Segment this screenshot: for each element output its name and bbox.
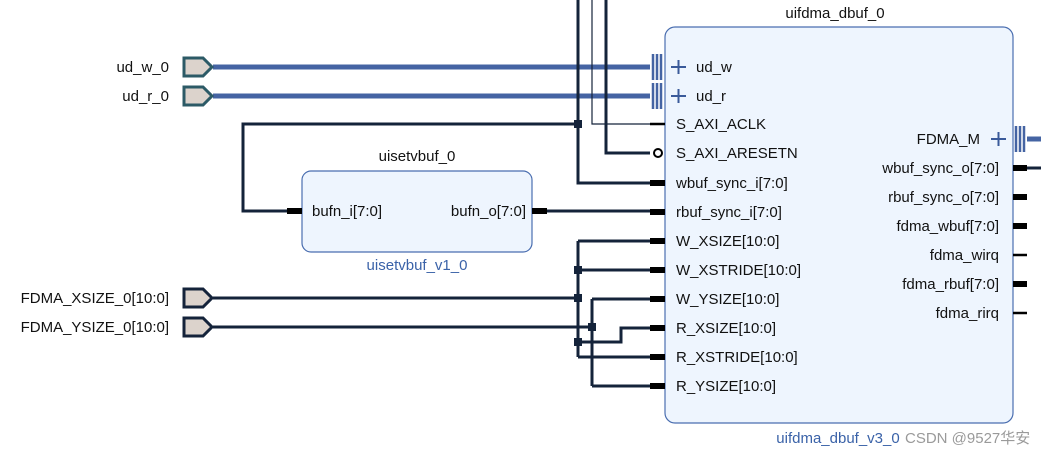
- svg-text:fdma_wirq: fdma_wirq: [930, 247, 999, 264]
- svg-text:S_AXI_ACLK: S_AXI_ACLK: [676, 116, 766, 133]
- junction: [574, 294, 582, 302]
- net-aclk[interactable]: [591, 0, 650, 125]
- block-ip-name: uifdma_dbuf_v3_0: [776, 430, 899, 447]
- svg-text:ud_w_0: ud_w_0: [116, 59, 169, 76]
- external-port-ud-w-0[interactable]: ud_w_0: [116, 56, 215, 78]
- wires: [213, 0, 1041, 388]
- svg-text:W_XSTRIDE[10:0]: W_XSTRIDE[10:0]: [676, 262, 801, 279]
- block-instance-name: uifdma_dbuf_0: [785, 5, 884, 22]
- uisetvbuf-block[interactable]: uisetvbuf_0 bufn_i[7:0] bufn_o[7:0] uise…: [287, 148, 547, 274]
- junction: [574, 266, 582, 274]
- svg-text:wbuf_sync_i[7:0]: wbuf_sync_i[7:0]: [675, 175, 788, 192]
- svg-text:rbuf_sync_o[7:0]: rbuf_sync_o[7:0]: [888, 189, 999, 206]
- block-ip-name: uisetvbuf_v1_0: [367, 257, 468, 274]
- svg-text:W_YSIZE[10:0]: W_YSIZE[10:0]: [676, 291, 779, 308]
- net-aresetn[interactable]: [604, 0, 650, 155]
- net-wbuf-sync[interactable]: [576, 0, 650, 185]
- expand-plus-icon[interactable]: [671, 89, 686, 103]
- junction: [574, 120, 582, 128]
- pin-label: bufn_i[7:0]: [312, 203, 382, 220]
- watermark: CSDN @9527华安: [905, 430, 1030, 447]
- port-shape: [182, 85, 215, 107]
- svg-text:ud_w: ud_w: [696, 59, 732, 76]
- port-shape: [182, 287, 215, 309]
- external-port-fdma-xsize[interactable]: FDMA_XSIZE_0[10:0]: [21, 287, 215, 309]
- external-port-ud-r-0[interactable]: ud_r_0: [122, 85, 215, 107]
- svg-text:wbuf_sync_o[7:0]: wbuf_sync_o[7:0]: [881, 160, 999, 177]
- svg-text:FDMA_XSIZE_0[10:0]: FDMA_XSIZE_0[10:0]: [21, 290, 169, 307]
- svg-text:ud_r_0: ud_r_0: [122, 88, 169, 105]
- net-wbuf-to-bufn-i[interactable]: [241, 122, 578, 213]
- svg-text:R_XSIZE[10:0]: R_XSIZE[10:0]: [676, 320, 776, 337]
- pin-ud-w[interactable]: ud_w: [651, 54, 732, 80]
- pin-ud-r[interactable]: ud_r: [651, 83, 726, 109]
- svg-text:FDMA_M: FDMA_M: [917, 131, 980, 148]
- svg-text:fdma_wbuf[7:0]: fdma_wbuf[7:0]: [896, 218, 999, 235]
- svg-text:ud_r: ud_r: [696, 88, 726, 105]
- pin-s-axi-aresetn-inverted-icon[interactable]: [653, 148, 663, 158]
- pin-label: bufn_o[7:0]: [451, 203, 526, 220]
- svg-text:S_AXI_ARESETN: S_AXI_ARESETN: [676, 145, 798, 162]
- svg-text:FDMA_YSIZE_0[10:0]: FDMA_YSIZE_0[10:0]: [21, 319, 169, 336]
- junction: [574, 338, 582, 346]
- port-shape: [182, 56, 215, 78]
- expand-plus-icon[interactable]: [991, 132, 1006, 146]
- svg-text:rbuf_sync_i[7:0]: rbuf_sync_i[7:0]: [676, 204, 782, 221]
- net-ysize[interactable]: [213, 297, 650, 388]
- pin-fdma-m[interactable]: FDMA_M: [917, 126, 1026, 152]
- external-port-fdma-ysize[interactable]: FDMA_YSIZE_0[10:0]: [21, 316, 215, 338]
- uifdma-dbuf-block[interactable]: uifdma_dbuf_0 ud_w ud_r S_AXI_ACLK S_AXI…: [650, 5, 1027, 447]
- junction: [588, 323, 596, 331]
- block-instance-name: uisetvbuf_0: [379, 148, 456, 165]
- svg-text:W_XSIZE[10:0]: W_XSIZE[10:0]: [676, 233, 779, 250]
- svg-text:R_YSIZE[10:0]: R_YSIZE[10:0]: [676, 378, 776, 395]
- port-shape: [182, 316, 215, 338]
- svg-text:R_XSTRIDE[10:0]: R_XSTRIDE[10:0]: [676, 349, 798, 366]
- svg-text:fdma_rirq: fdma_rirq: [936, 305, 999, 322]
- expand-plus-icon[interactable]: [671, 60, 686, 74]
- svg-text:fdma_rbuf[7:0]: fdma_rbuf[7:0]: [902, 276, 999, 293]
